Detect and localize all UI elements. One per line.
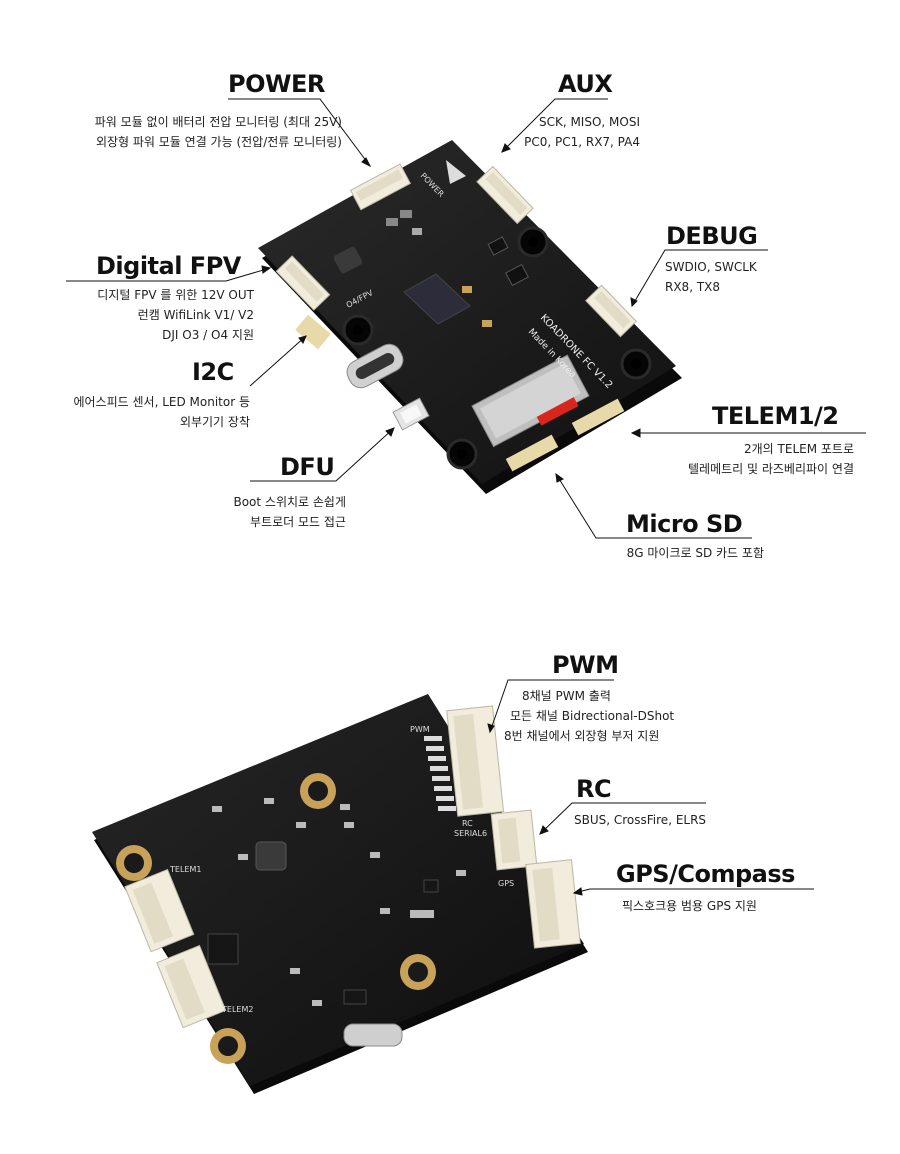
usb-c-port [346,343,404,389]
i2c-line: 외부기기 장착 [179,415,250,429]
debug-line: RX8, TX8 [665,280,721,294]
telem-description: 2개의 TELEM 포트로 텔레메트리 및 라즈베리파이 연결 [620,439,854,479]
microsd-title: Micro SD [626,510,743,538]
debug-connector [585,284,637,338]
microsd-line: 8G 마이크로 SD 카드 포함 [626,546,764,560]
telem-connector [505,434,559,472]
gps-connector [525,859,581,949]
brand-logo-icon [446,160,466,184]
mounting-hole [342,314,374,346]
telem1-connector [124,868,195,953]
power-description: 파워 모듈 없이 배터리 전압 모니터링 (최대 25V) 외장형 파워 모듈 … [20,112,342,152]
pwm-title: PWM [552,651,619,679]
mounting-hole [620,348,652,380]
i2c-description: 에어스피드 센서, LED Monitor 등 외부기기 장착 [20,392,250,432]
mounting-hole [517,226,549,258]
digital-fpv-connector [275,255,331,311]
pwm-line: 모든 채널 Bidrectional-DShot [510,709,675,723]
digital-fpv-description: 디지털 FPV 를 위한 12V OUT 런캠 WifiLink V1/ V2 … [40,285,254,345]
power-connector [349,163,412,211]
digital-fpv-title: Digital FPV [96,252,241,280]
rc-description: SBUS, CrossFire, ELRS [574,810,734,830]
silk-telem1: TELEM1 [169,865,201,874]
dfu-line: 부트로더 모드 접근 [250,515,346,529]
debug-description: SWDIO, SWCLK RX8, TX8 [665,257,815,297]
i2c-title: I2C [192,358,234,386]
mcu-chip [403,273,471,325]
i2c-line: 에어스피드 센서, LED Monitor 등 [73,395,250,409]
gps-description: 픽스호크용 범용 GPS 지원 [622,896,812,916]
telem2-connector [156,944,227,1029]
digital-fpv-line: DJI O3 / O4 지원 [162,328,254,342]
rc-line: SBUS, CrossFire, ELRS [574,813,707,827]
dfu-title: DFU [280,453,335,481]
telem-connector [571,398,625,436]
telem-title: TELEM1/2 [712,402,839,430]
bottom-flight-controller-board: PWM RC SERIAL6 GPS TELEM1 TELEM2 [92,694,588,1094]
gold-mounting-hole [300,773,336,809]
aux-line: PC0, PC1, RX7, PA4 [524,135,640,149]
inductor [255,841,287,871]
aux-connector [476,165,534,225]
i2c-connector [295,314,331,350]
power-title: POWER [228,70,325,98]
digital-fpv-line: 런캠 WifiLink V1/ V2 [137,308,254,322]
mounting-hole [446,438,478,470]
top-flight-controller-board: POWER O4/FPV KOADRONE FC V1.2 Made in Ko… [258,140,682,494]
gold-mounting-hole [400,954,436,990]
debug-line: SWDIO, SWCLK [665,260,757,274]
microsd-slot [471,354,590,448]
silk-serial6: SERIAL6 [454,829,487,838]
aux-line: SCK, MISO, MOSI [538,115,640,129]
power-line: 외장형 파워 모듈 연결 가능 (전압/전류 모니터링) [95,135,342,149]
pwm-description: 8채널 PWM 출력 모든 채널 Bidrectional-DShot 8번 채… [504,686,724,746]
gps-title: GPS/Compass [616,860,795,888]
silk-telem2: TELEM2 [221,1005,253,1014]
pin-label-column [424,736,456,811]
silk-rc: RC [462,819,473,828]
pwm-line: 8채널 PWM 출력 [522,689,611,703]
digital-fpv-line: 디지털 FPV 를 위한 12V OUT [97,288,254,302]
debug-title: DEBUG [666,222,758,250]
dfu-line: Boot 스위치로 손쉽게 [233,495,346,509]
aux-description: SCK, MISO, MOSI PC0, PC1, RX7, PA4 [500,112,640,152]
silk-gps: GPS [498,879,514,888]
leader-lines [66,98,866,896]
dfu-description: Boot 스위치로 손쉽게 부트로더 모드 접근 [180,492,346,532]
pwm-line: 8번 채널에서 외장형 부저 지원 [504,729,660,743]
pwm-connector [446,705,505,817]
gold-mounting-hole [210,1028,246,1064]
aux-title: AUX [558,70,613,98]
ic-chip [207,933,239,965]
gps-line: 픽스호크용 범용 GPS 지원 [622,899,757,913]
dfu-button [392,397,430,431]
microsd-description: 8G 마이크로 SD 카드 포함 [560,543,764,563]
silk-pwm: PWM [410,725,430,734]
telem-line: 텔레메트리 및 라즈베리파이 연결 [687,462,854,476]
rc-connector [490,809,538,871]
usb-c-port [343,1023,403,1047]
power-line: 파워 모듈 없이 배터리 전압 모니터링 (최대 25V) [94,115,342,129]
rc-title: RC [576,775,612,803]
inductor [333,246,363,274]
gold-mounting-hole [116,845,152,881]
telem-line: 2개의 TELEM 포트로 [744,442,854,456]
